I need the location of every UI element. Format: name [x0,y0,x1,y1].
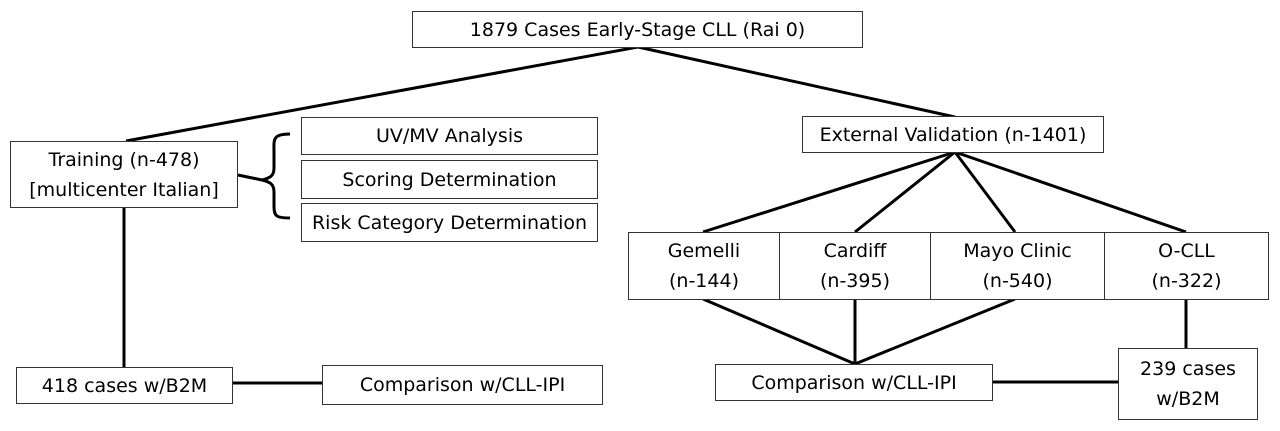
comparison-left-box: Comparison w/CLL-IPI [322,365,603,405]
ocll-count: (n-322) [1151,270,1222,292]
ocll-label: O-CLL [1158,240,1215,262]
training-label: Training (n-478) [48,148,200,171]
root-label: 1879 Cases Early-Stage CLL (Rai 0) [469,18,806,41]
cardiff-label: Cardiff [823,240,887,262]
comparison-right-box: Comparison w/CLL-IPI [715,364,993,401]
b2m-right-box: 239 cases w/B2M [1118,348,1258,420]
edge-external-ocll [954,150,1187,234]
mayo-count: (n-540) [982,270,1053,292]
root-box: 1879 Cases Early-Stage CLL (Rai 0) [412,11,863,48]
comparison-right-label: Comparison w/CLL-IPI [751,371,957,394]
b2m-right-sublabel: w/B2M [1156,388,1220,410]
gemelli-label: Gemelli [667,240,741,262]
b2m-left-box: 418 cases w/B2M [16,367,233,404]
edge-external-gemelli [702,150,956,234]
b2m-right-label: 239 cases [1140,358,1236,380]
edge-mayo-comparison [854,297,1016,366]
cardiff-count: (n-395) [820,270,890,292]
scoring-box: Scoring Determination [301,160,598,199]
edge-root-external [637,45,956,119]
gemelli-count: (n-144) [669,270,739,292]
mayo-box: Mayo Clinic (n-540) [930,232,1105,300]
brace [261,132,291,220]
uvmv-box: UV/MV Analysis [301,117,598,155]
uvmv-label: UV/MV Analysis [375,125,524,147]
edge-brace-training [237,173,263,182]
cardiff-box: Cardiff (n-395) [779,232,931,300]
edge-external-cardiff [854,150,956,234]
risk-label: Risk Category Determination [311,211,588,234]
mayo-label: Mayo Clinic [963,240,1072,262]
external-box: External Validation (n-1401) [802,116,1104,153]
b2m-left-label: 418 cases w/B2M [41,374,208,397]
ocll-box: O-CLL (n-322) [1104,232,1269,300]
gemelli-box: Gemelli (n-144) [628,232,780,300]
edge-root-training [125,45,639,143]
training-box: Training (n-478) [multicenter Italian] [10,141,238,208]
risk-box: Risk Category Determination [301,203,598,242]
training-sublabel: [multicenter Italian] [29,178,219,201]
scoring-label: Scoring Determination [342,168,557,191]
edge-gemelli-comparison [702,297,856,366]
edge-external-mayo [953,151,1017,233]
comparison-left-label: Comparison w/CLL-IPI [359,374,566,396]
external-label: External Validation (n-1401) [819,123,1087,146]
